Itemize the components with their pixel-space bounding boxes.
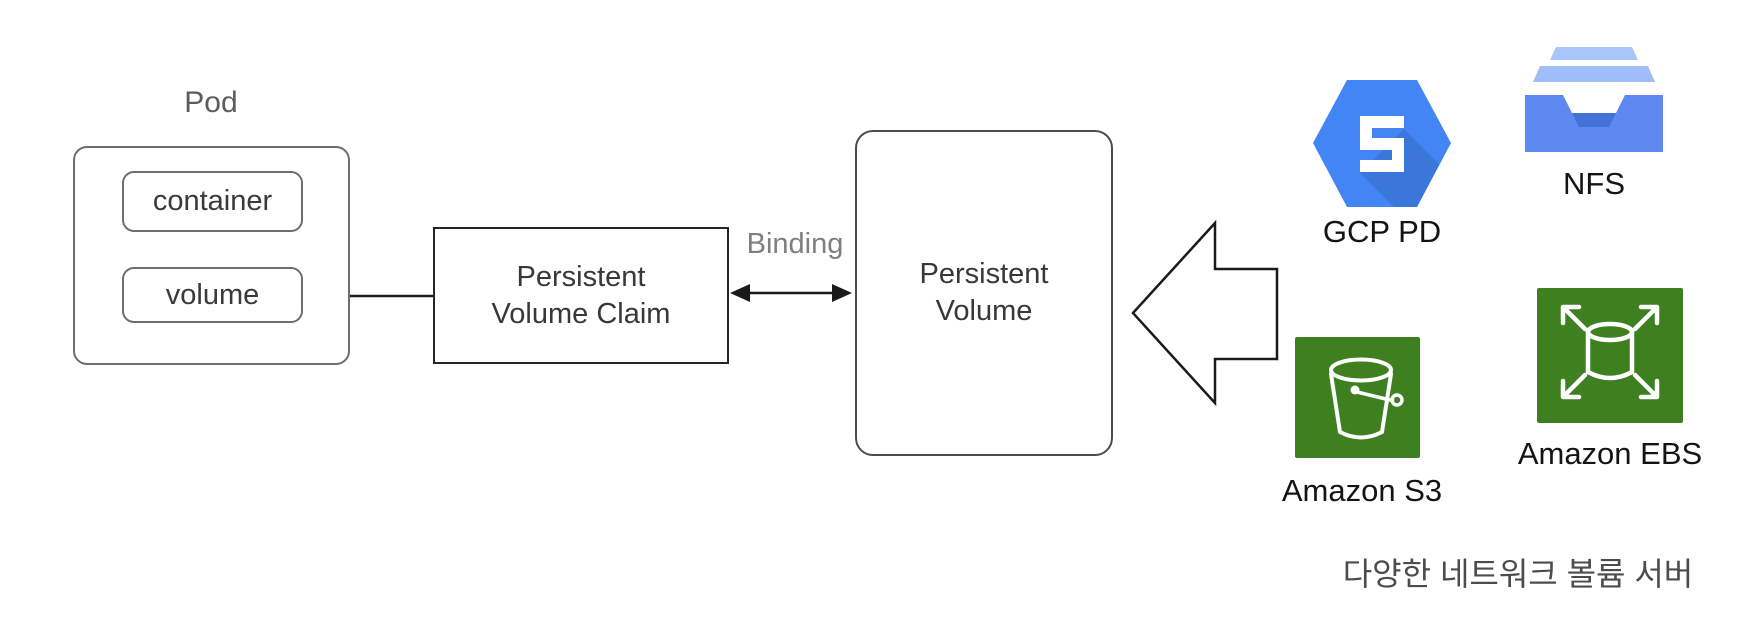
- network-volume-caption: 다양한 네트워크 볼륨 서버: [1342, 556, 1694, 592]
- s3-bucket-icon: [1295, 337, 1420, 458]
- volume-box: volume: [122, 267, 303, 323]
- persistent-volume-box: Persistent Volume: [855, 130, 1113, 456]
- persistent-volume-claim-box: Persistent Volume Claim: [433, 227, 729, 364]
- container-box: container: [122, 171, 303, 232]
- nfs-icon: [1525, 47, 1663, 152]
- binding-label: Binding: [746, 228, 844, 260]
- amazon-s3-label: Amazon S3: [1281, 473, 1443, 508]
- persistent-volume-claim-label: Persistent Volume Claim: [491, 260, 671, 330]
- ebs-expand-volume-icon: [1537, 288, 1683, 423]
- container-label: container: [152, 185, 273, 217]
- persistent-volume-label: Persistent Volume: [919, 258, 1049, 327]
- nfs-label: NFS: [1563, 166, 1625, 201]
- gcp-pd-label: GCP PD: [1322, 214, 1442, 249]
- gcp-pd-glyph: [1360, 116, 1404, 172]
- volume-label: volume: [165, 278, 260, 311]
- amazon-ebs-label: Amazon EBS: [1517, 436, 1703, 471]
- binding-double-arrow: [730, 284, 852, 302]
- providers-to-pv-block-arrow: [1131, 219, 1279, 407]
- pod-title: Pod: [184, 86, 238, 119]
